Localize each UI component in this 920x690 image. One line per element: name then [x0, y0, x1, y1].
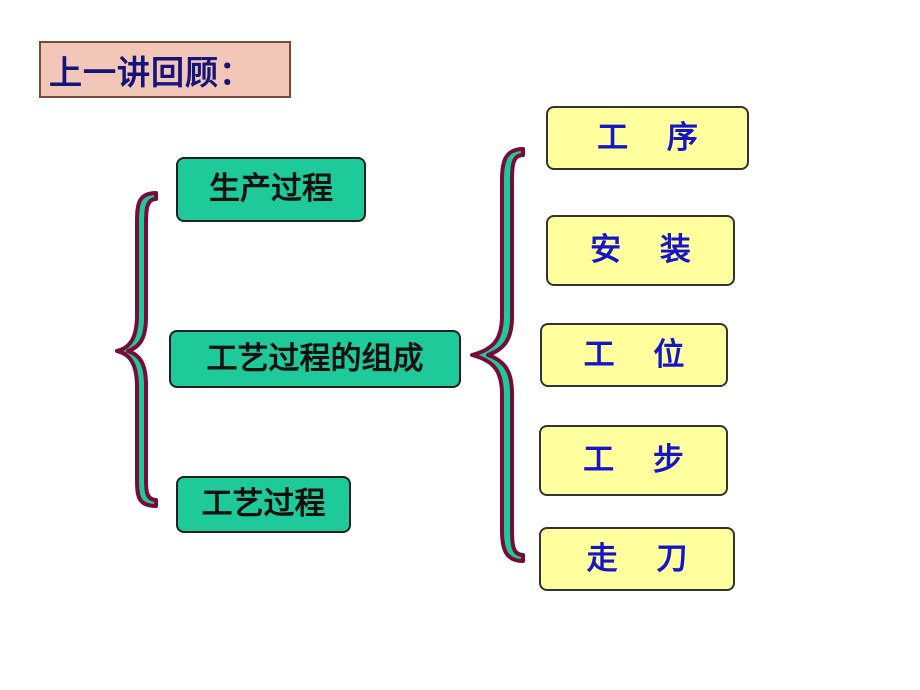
left-brace — [115, 191, 158, 508]
node-step: 工 步 — [539, 425, 728, 496]
node-technological-process: 工艺过程 — [176, 476, 351, 533]
slide-title: 上一讲回顾： — [39, 41, 291, 98]
node-pass: 走 刀 — [539, 527, 735, 591]
node-production-process: 生产过程 — [176, 157, 366, 222]
node-setup: 安 装 — [546, 215, 735, 286]
node-operation: 工 序 — [546, 106, 749, 170]
node-station: 工 位 — [540, 323, 728, 387]
right-brace — [470, 147, 525, 563]
node-process-composition: 工艺过程的组成 — [169, 330, 461, 388]
